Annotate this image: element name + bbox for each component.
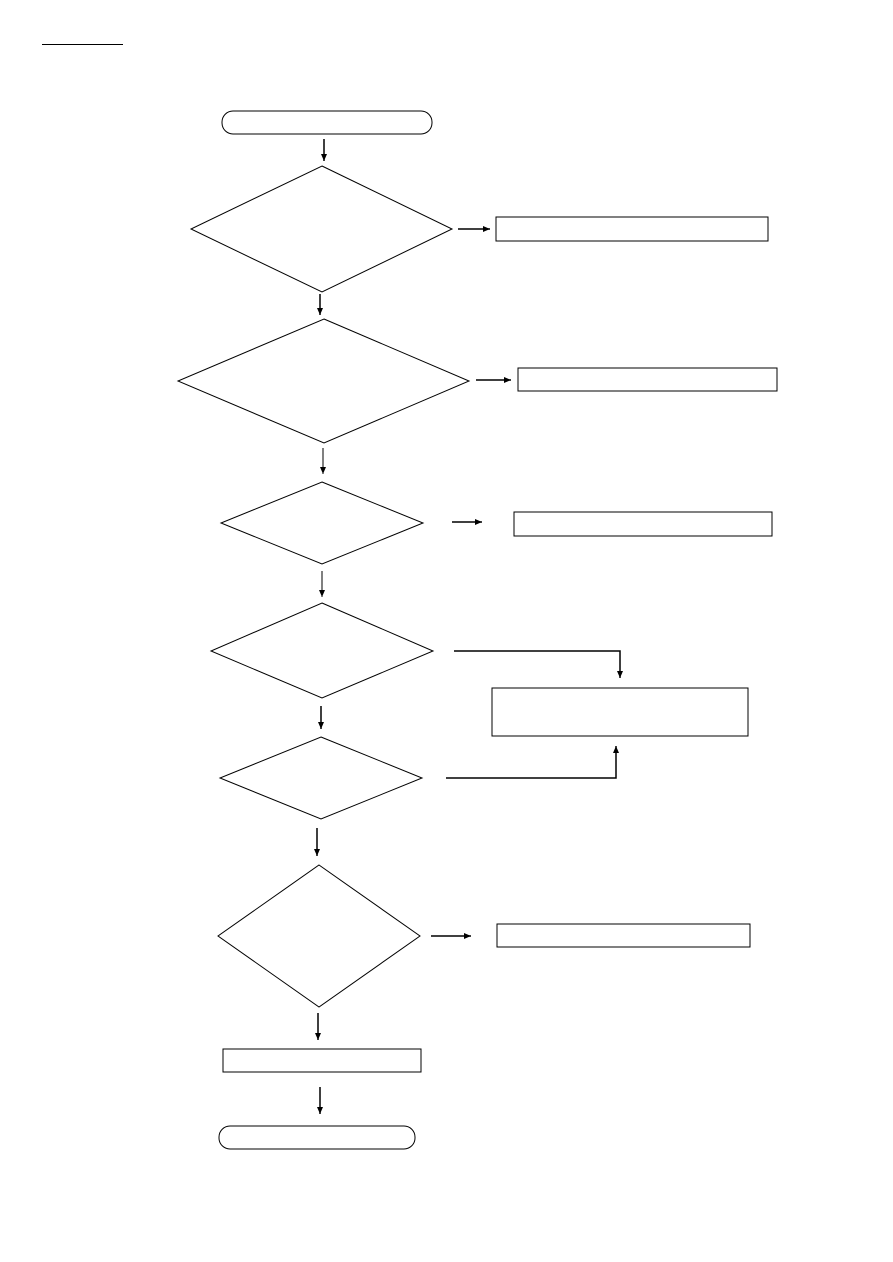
outcome-1 — [495, 216, 769, 242]
decision-1 — [189, 165, 454, 293]
outcome-2 — [517, 367, 778, 392]
outcome-3 — [513, 511, 773, 537]
decision-6 — [217, 864, 421, 1008]
start-terminator — [221, 110, 433, 135]
connector-decision-5-to-shared-outcome — [446, 746, 619, 779]
header-underline — [42, 44, 123, 45]
decision-4 — [209, 602, 435, 699]
decision-3 — [219, 481, 425, 565]
outcome-4-5-shared — [491, 687, 749, 737]
end-terminator — [218, 1125, 416, 1150]
outcome-6 — [496, 923, 751, 948]
connector-decision-4-to-shared-outcome — [454, 650, 623, 678]
final-process — [222, 1048, 422, 1073]
decision-5 — [218, 736, 424, 820]
decision-2 — [176, 318, 471, 444]
